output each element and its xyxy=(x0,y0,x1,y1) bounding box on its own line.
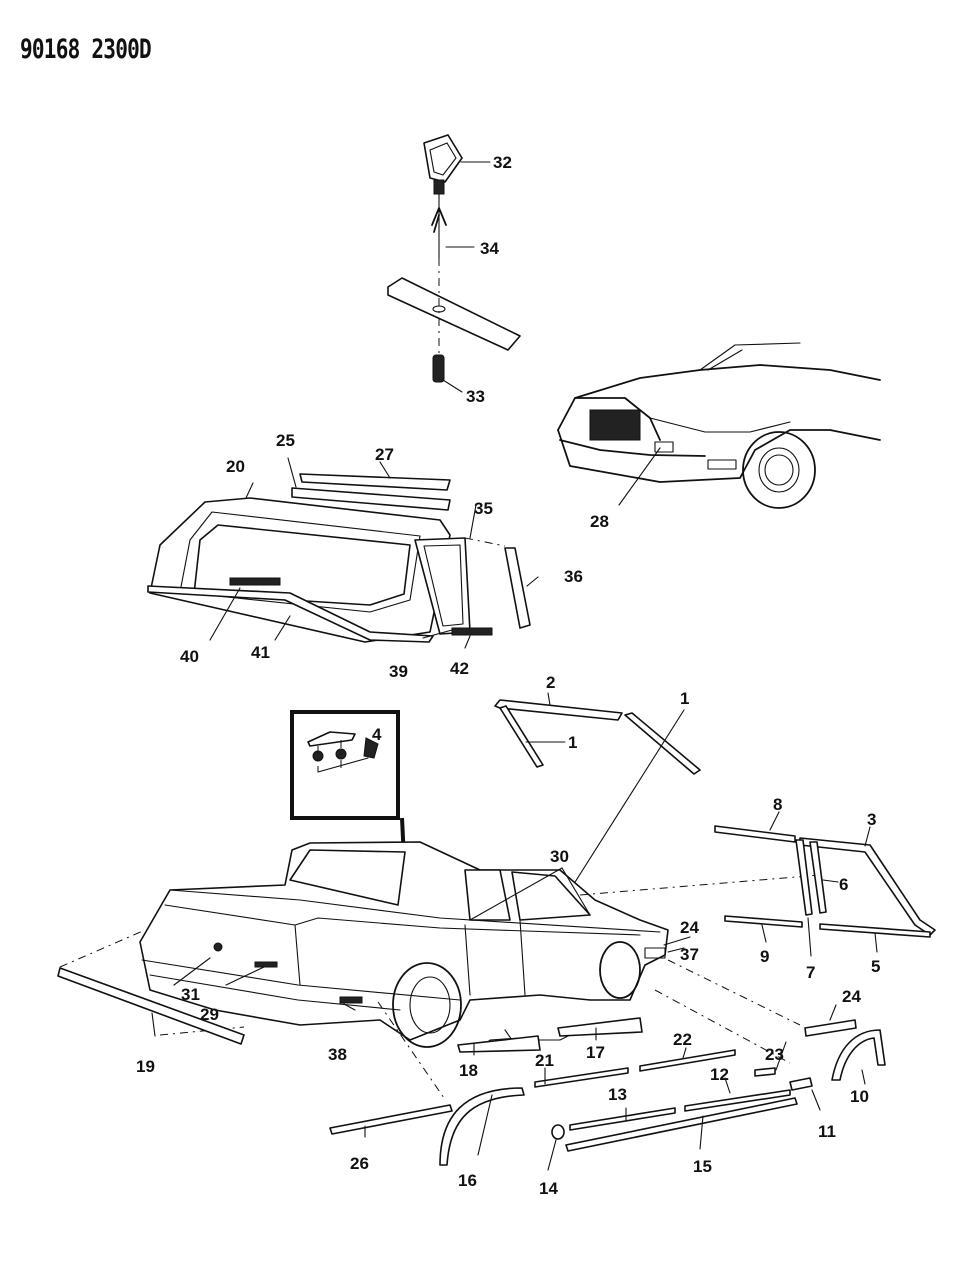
callout-6: 6 xyxy=(839,875,848,894)
windshield-moldings xyxy=(494,692,701,891)
windshield-upper-molding xyxy=(494,699,623,721)
rocker-molding-right xyxy=(557,1017,643,1037)
callout-35: 35 xyxy=(474,499,493,518)
callout-17: 17 xyxy=(586,1043,605,1062)
callout-23: 23 xyxy=(765,1045,784,1064)
callout-32: 32 xyxy=(493,153,512,172)
drawing-number: 90168 2300D xyxy=(20,34,152,65)
side-moldings xyxy=(57,967,886,1171)
callout-26: 26 xyxy=(350,1154,369,1173)
callout-24-upper: 24 xyxy=(680,918,699,937)
callout-19: 19 xyxy=(136,1057,155,1076)
callout-13: 13 xyxy=(608,1085,627,1104)
door-center-molding-a xyxy=(795,839,813,916)
hood-ornament-assembly xyxy=(387,134,521,393)
door-upper-molding xyxy=(714,825,796,843)
molding-24 xyxy=(804,1019,857,1037)
callout-42: 42 xyxy=(450,659,469,678)
hood-front-panel xyxy=(387,277,521,351)
backlite-molding xyxy=(229,577,281,586)
callout-21: 21 xyxy=(535,1051,554,1070)
roof-lower-molding xyxy=(147,585,434,643)
callout-27: 27 xyxy=(375,445,394,464)
roof-rear-molding xyxy=(291,487,451,511)
end-cap-11 xyxy=(789,1077,813,1091)
grille xyxy=(589,409,641,441)
callout-22: 22 xyxy=(673,1030,692,1049)
body-side-molding-22 xyxy=(639,1049,736,1072)
car-body xyxy=(139,841,669,1041)
door-molding-12 xyxy=(684,1089,791,1112)
callout-14: 14 xyxy=(539,1179,558,1198)
body-side-molding-21 xyxy=(534,1067,629,1088)
end-cap-14 xyxy=(551,1124,565,1140)
wheel-flare-10 xyxy=(831,1029,886,1081)
callout-40: 40 xyxy=(180,647,199,666)
callout-2: 2 xyxy=(546,673,555,692)
rocker-molding-left xyxy=(457,1035,541,1053)
callout-5: 5 xyxy=(871,957,880,976)
callout-8: 8 xyxy=(773,795,782,814)
door-glass-moldings xyxy=(714,811,936,957)
callout-28: 28 xyxy=(590,512,609,531)
callout-3: 3 xyxy=(867,810,876,829)
car-front-wheel xyxy=(599,941,641,999)
callout-4: 4 xyxy=(372,725,382,744)
roof-front-molding xyxy=(299,473,451,491)
door-lower-molding xyxy=(819,923,931,938)
roof-assembly xyxy=(147,457,539,649)
callout-33: 33 xyxy=(466,387,485,406)
callout-31: 31 xyxy=(181,985,200,1004)
callout-37: 37 xyxy=(680,945,699,964)
callout-41: 41 xyxy=(251,643,270,662)
door-center-molding-b xyxy=(809,841,827,914)
callout-29: 29 xyxy=(200,1005,219,1024)
front-wheel xyxy=(742,431,816,509)
callout-24-lower: 24 xyxy=(842,987,861,1006)
callout-30: 30 xyxy=(550,847,569,866)
car-backlite xyxy=(289,849,406,906)
callout-12: 12 xyxy=(710,1065,729,1084)
callout-1-left: 1 xyxy=(568,733,577,752)
callout-20: 20 xyxy=(226,457,245,476)
door-belt-molding xyxy=(724,915,803,928)
callout-9: 9 xyxy=(760,947,769,966)
callout-38: 38 xyxy=(328,1045,347,1064)
callout-36: 36 xyxy=(564,567,583,586)
rocker-molding-15 xyxy=(565,1097,798,1152)
callout-labels: 32 34 33 28 25 27 20 35 36 40 41 39 42 2… xyxy=(136,153,880,1198)
molding-23 xyxy=(754,1067,776,1077)
callout-10: 10 xyxy=(850,1087,869,1106)
wheel-flare-16 xyxy=(439,1087,525,1166)
ornament-spring xyxy=(432,354,445,383)
quarter-molding-26 xyxy=(329,1104,453,1135)
callout-7: 7 xyxy=(806,963,815,982)
callout-15: 15 xyxy=(693,1157,712,1176)
callout-18: 18 xyxy=(459,1061,478,1080)
quarter-lower-molding xyxy=(451,627,493,636)
callout-39: 39 xyxy=(389,662,408,681)
rear-bumper-molding xyxy=(57,967,245,1045)
quarter-molding xyxy=(504,547,531,629)
rear-wheel xyxy=(392,962,462,1048)
front-car-view xyxy=(557,342,881,509)
callout-25: 25 xyxy=(276,431,295,450)
windshield-left-molding xyxy=(499,705,544,768)
callout-1-right: 1 xyxy=(680,689,689,708)
door-molding-13 xyxy=(569,1107,676,1131)
callout-11: 11 xyxy=(818,1122,836,1141)
callout-16: 16 xyxy=(458,1171,477,1190)
rear-car-view xyxy=(59,841,821,1099)
callout-34: 34 xyxy=(480,239,499,258)
